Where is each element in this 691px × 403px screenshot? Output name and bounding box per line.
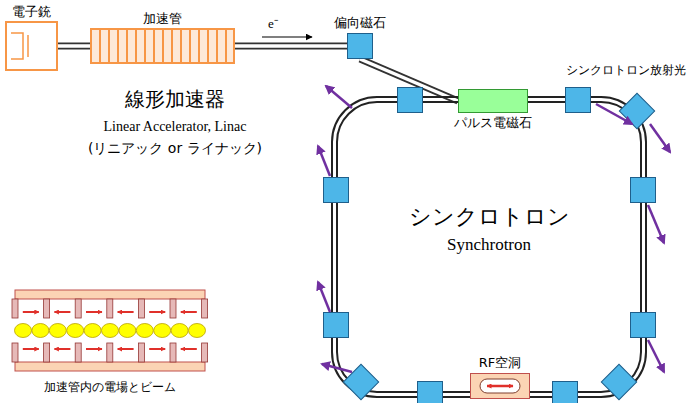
synchrotron-radiation-arrow	[648, 340, 664, 372]
linac-reading: (リニアック or ライナック)	[40, 140, 310, 156]
electric-field-arrow	[118, 311, 134, 313]
electron-gun: 電子銃	[5, 21, 58, 71]
beam-pipe-bore	[360, 59, 458, 101]
beam-pipe	[235, 46, 347, 47]
electron-bunch	[119, 324, 136, 338]
iris-disk	[12, 343, 18, 362]
iris-disk	[107, 343, 113, 362]
tube-wall	[15, 290, 205, 299]
linac-title: 線形加速器	[75, 88, 275, 111]
electric-field-arrow	[86, 348, 102, 350]
rf-cavity: RF空洞	[470, 373, 530, 399]
synchrotron-radiation-arrow	[326, 86, 352, 108]
accelerating-tube: 加速管	[90, 28, 235, 64]
iris-disk	[75, 299, 81, 318]
cavity-gap	[480, 379, 520, 393]
radiation-label: シンクロトロン放射光	[560, 64, 686, 78]
beam-pipe-bore	[235, 44, 347, 48]
electron-bunch	[171, 324, 188, 338]
particle-symbol: e⁻	[268, 17, 298, 32]
electric-field-arrow	[23, 348, 39, 350]
electron-bunch	[154, 324, 171, 338]
bending-magnet	[619, 93, 654, 128]
electron-bunch	[102, 324, 119, 338]
synchrotron-radiation-arrow	[318, 282, 330, 312]
iris-disk	[44, 343, 50, 362]
beam-pipe-bore	[58, 44, 90, 48]
beam-pipe-wall	[360, 59, 458, 101]
electric-field-arrow	[149, 348, 165, 350]
accelerating-tube-cutaway	[12, 290, 208, 371]
synchrotron-radiation-arrow	[650, 124, 670, 152]
node-sublabel: Synchrotron	[447, 235, 531, 255]
synchrotron-radiation-arrow	[596, 104, 632, 124]
electric-field-arrow	[86, 311, 102, 313]
pulse-magnet: パルス電磁石	[458, 89, 528, 113]
cutaway-caption: 加速管内の電場とビーム	[10, 381, 210, 395]
electric-field-arrow	[149, 311, 165, 313]
node-label: パルス電磁石	[454, 116, 532, 131]
iris-disk	[202, 343, 208, 362]
bending-magnet: 偏向磁石	[347, 33, 373, 59]
beam-pipe-wall	[58, 43, 90, 50]
electron-bunch	[67, 324, 84, 338]
iris-disk	[170, 299, 176, 318]
iris-disk	[170, 343, 176, 362]
electron-bunch	[136, 324, 153, 338]
synchrotron-radiation-arrow	[318, 146, 330, 176]
electric-field-arrow	[54, 311, 70, 313]
iris-disk	[202, 299, 208, 318]
node-label: RF空洞	[479, 356, 522, 371]
cathode-symbol	[7, 23, 56, 69]
cathode-bracket	[11, 33, 23, 59]
iris-disk	[138, 343, 144, 362]
iris-disk	[138, 299, 144, 318]
synchrotron-radiation-arrow	[648, 205, 664, 243]
electron-bunch	[15, 324, 32, 338]
rf-field-arrow	[487, 385, 513, 388]
electric-field-arrow	[118, 348, 134, 350]
cavity-symbol	[471, 374, 529, 398]
electron-bunch	[189, 324, 206, 338]
electric-field-arrow	[54, 348, 70, 350]
synchrotron-ring: シンクロトロン Synchrotron	[331, 96, 647, 398]
beam-direction-arrow	[262, 36, 312, 37]
node-label: 偏向磁石	[334, 16, 386, 31]
linac-english: Linear Accelerator, Linac	[40, 119, 310, 135]
electron-bunch	[49, 324, 66, 338]
beam-pipe-wall	[235, 43, 347, 50]
anode-line	[27, 35, 29, 57]
iris-disk	[107, 299, 113, 318]
tube-wall	[15, 362, 205, 371]
electric-field-arrow	[181, 311, 197, 313]
electron-bunch	[84, 324, 101, 338]
iris-disk	[44, 299, 50, 318]
iris-disk	[75, 343, 81, 362]
node-label: シンクロトロン	[409, 204, 570, 229]
beam-pipe	[360, 59, 458, 101]
electric-field-arrow	[181, 348, 197, 350]
node-label: 電子銃	[12, 5, 51, 20]
node-label: 加速管	[143, 12, 182, 27]
beam-pipe	[58, 46, 90, 47]
electric-field-arrow	[23, 311, 39, 313]
iris-disk	[12, 299, 18, 318]
electron-bunch	[32, 324, 49, 338]
